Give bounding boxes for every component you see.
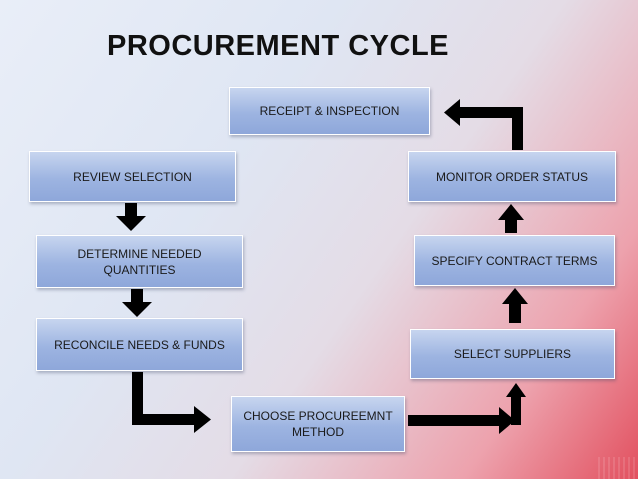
- step-label: RECONCILE NEEDS & FUNDS: [54, 337, 225, 352]
- step-label: DETERMINE NEEDED QUANTITIES: [77, 246, 202, 277]
- step-specify-contract-terms: SPECIFY CONTRACT TERMS: [414, 235, 615, 286]
- decorative-corner: [598, 457, 638, 479]
- arrow-up-icon: [498, 204, 524, 233]
- arrow-right-elbow-icon: [132, 372, 211, 433]
- step-review-selection: REVIEW SELECTION: [29, 151, 236, 202]
- step-label: CHOOSE PROCUREEMNT METHOD: [243, 409, 393, 439]
- step-determine-quantities: DETERMINE NEEDED QUANTITIES: [36, 235, 243, 288]
- arrow-left-elbow-icon: [444, 99, 523, 150]
- step-receipt-inspection: RECEIPT & INSPECTION: [229, 87, 430, 135]
- arrow-right-up-icon: [408, 383, 526, 434]
- arrow-down-icon: [116, 203, 146, 231]
- step-label: SELECT SUPPLIERS: [453, 347, 572, 361]
- step-reconcile-needs-funds: RECONCILE NEEDS & FUNDS: [36, 318, 243, 371]
- step-select-suppliers: SELECT SUPPLIERS: [410, 329, 615, 379]
- step-label: RECEIPT & INSPECTION: [259, 104, 400, 118]
- step-label: REVIEW SELECTION: [73, 169, 192, 184]
- diagram-title: PROCUREMENT CYCLE: [107, 30, 450, 62]
- step-choose-procurement-method: CHOOSE PROCUREEMNT METHOD: [231, 396, 405, 452]
- arrow-down-icon: [122, 289, 152, 317]
- arrow-up-icon: [502, 288, 528, 323]
- step-monitor-order-status: MONITOR ORDER STATUS: [408, 151, 616, 202]
- step-label: MONITOR ORDER STATUS: [435, 169, 588, 184]
- step-label: SPECIFY CONTRACT TERMS: [431, 253, 598, 268]
